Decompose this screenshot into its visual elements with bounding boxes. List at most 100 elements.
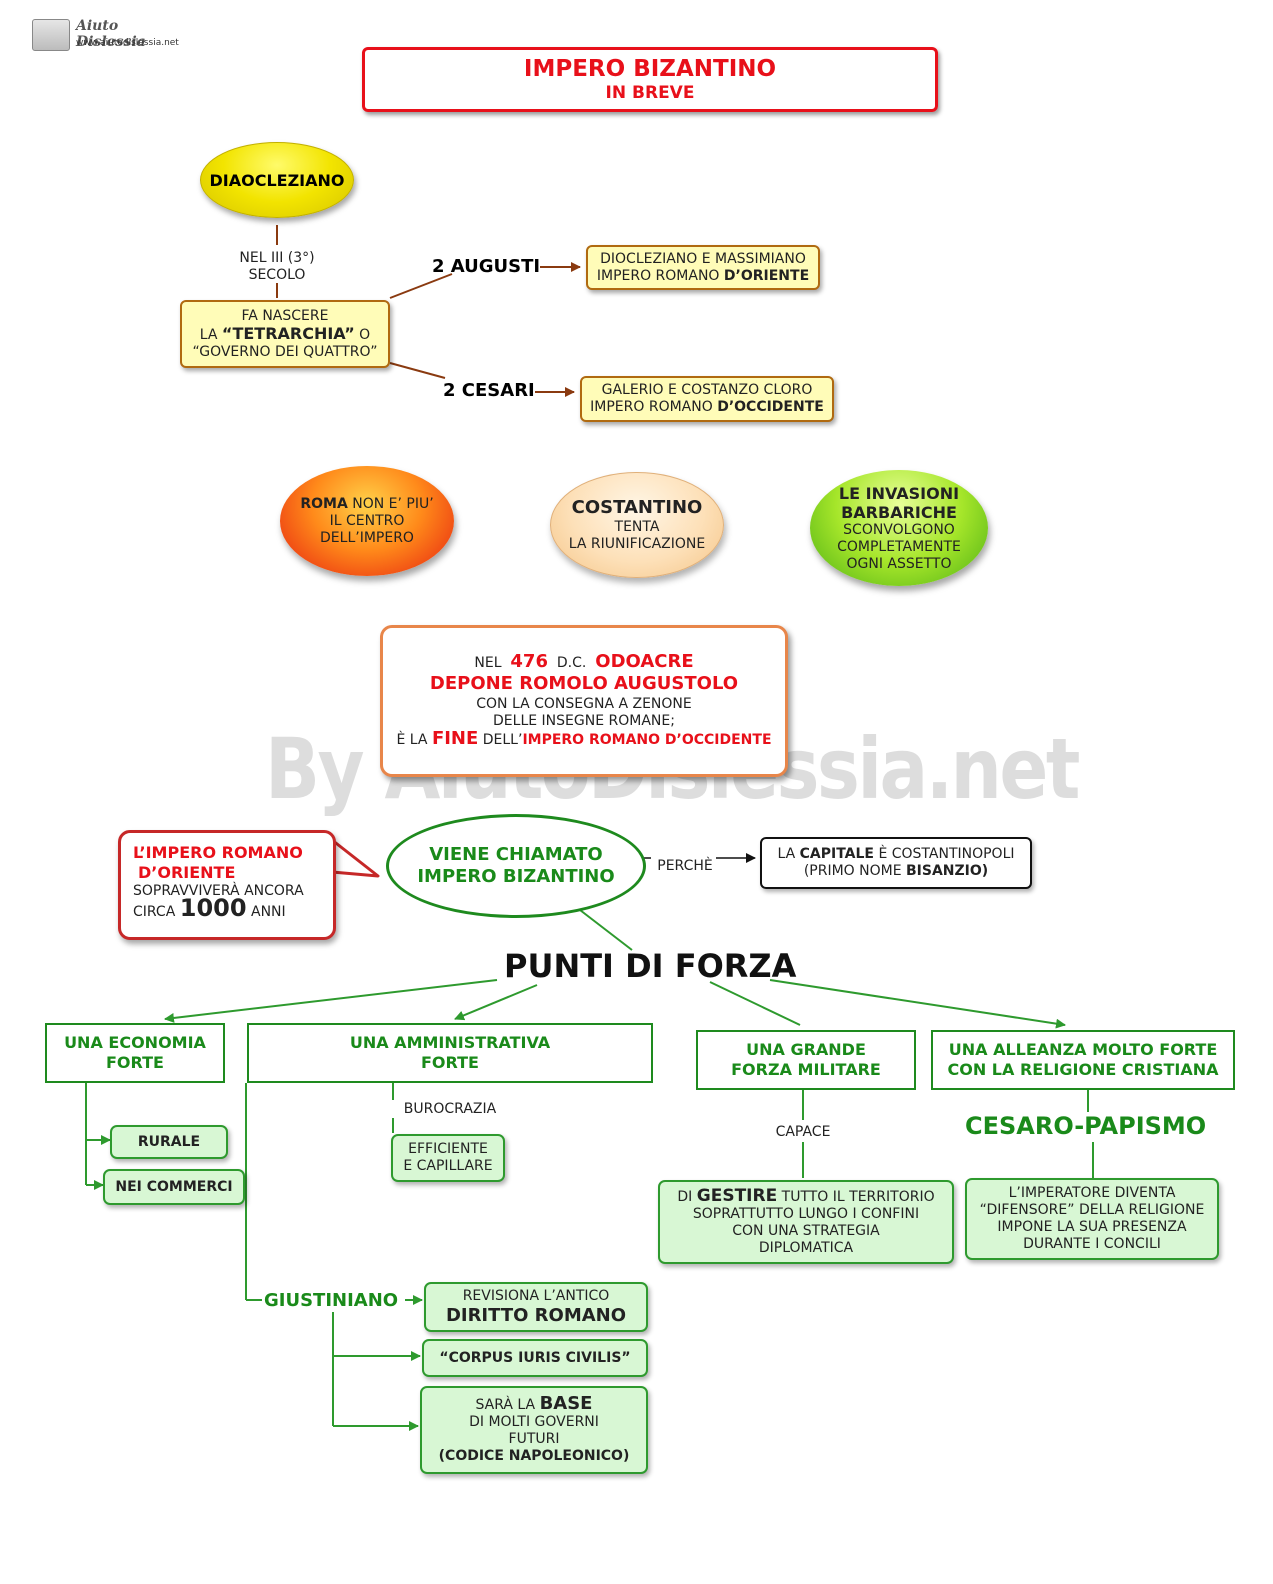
cesari-line1: GALERIO E COSTANZO CLORO — [601, 382, 813, 398]
gestire-box: DI GESTIRE TUTTO IL TERRITORIO SOPRATTUT… — [658, 1180, 954, 1264]
burocrazia-label: BUROCRAZIA — [403, 1101, 497, 1117]
gestire-b: GESTIRE — [696, 1185, 778, 1206]
gestire-a: DI — [677, 1188, 697, 1205]
revisiona-box: REVISIONA L’ANTICO DIRITTO ROMANO — [424, 1282, 648, 1332]
capitale-line2a: (PRIMO NOME — [803, 863, 906, 879]
capitale-line1: LA CAPITALE È COSTANTINOPOLI — [777, 846, 1014, 863]
costantino-title: COSTANTINO — [571, 497, 703, 518]
costantino-oval: COSTANTINO TENTA LA RIUNIFICAZIONE — [550, 472, 724, 578]
invasioni-line4: COMPLETAMENTE — [837, 538, 961, 555]
logo-title: Aiuto Dislessia — [76, 18, 146, 50]
amm-line1: UNA AMMINISTRATIVA — [349, 1033, 551, 1052]
rurale-box: RURALE — [110, 1125, 228, 1159]
rurale-label: RURALE — [137, 1133, 201, 1150]
odoacre-line1: NEL 476 D.C. ODOACRE — [474, 653, 693, 672]
militare-line2: FORZA MILITARE — [731, 1060, 881, 1079]
diocleziano-oval: DIAOCLEZIANO — [200, 142, 354, 218]
roma-oval: ROMA NON E’ PIU’ IL CENTRO DELL’IMPERO — [280, 466, 454, 576]
cesari-label: 2 CESARI — [443, 380, 535, 401]
invasioni-line3: SCONVOLGONO — [843, 521, 955, 538]
tetrarchia-line2: LA “TETRARCHIA” O — [200, 325, 370, 344]
imperatore-line1: L’IMPERATORE DIVENTA — [1008, 1185, 1176, 1201]
amm-line2: FORTE — [421, 1053, 479, 1072]
odoacre-line5c: IMPERO ROMANO D’OCCIDENTE — [522, 732, 772, 748]
roma-rest: NON E’ PIU’ — [347, 495, 434, 512]
efficiente-line1: EFFICIENTE — [408, 1141, 488, 1157]
augusti-line2-bold: D’ORIENTE — [723, 267, 810, 284]
capitale-b: CAPITALE — [799, 846, 874, 862]
callout-years: 1000 — [179, 894, 247, 922]
base-line3: FUTURI — [508, 1431, 560, 1447]
gestire-line1: DI GESTIRE TUTTO IL TERRITORIO — [677, 1185, 935, 1206]
corpus-box: “CORPUS IURIS CIVILIS” — [422, 1339, 648, 1377]
augusti-line1: DIOCLEZIANO E MASSIMIANO — [600, 250, 806, 267]
tetrarchia-post: O — [354, 326, 371, 343]
punti-title: PUNTI DI FORZA — [504, 947, 797, 985]
economia-box: UNA ECONOMIA FORTE — [45, 1023, 225, 1083]
economia-line2: FORTE — [106, 1053, 164, 1072]
base-line4: (CODICE NAPOLEONICO) — [438, 1448, 630, 1464]
amministrativa-box: UNA AMMINISTRATIVA FORTE — [247, 1023, 653, 1083]
callout-circa: CIRCA — [133, 904, 176, 920]
efficiente-line2: E CAPILLARE — [403, 1158, 493, 1174]
imperatore-box: L’IMPERATORE DIVENTA “DIFENSORE” DELLA R… — [965, 1178, 1219, 1260]
bizantino-line2: IMPERO BIZANTINO — [417, 866, 615, 887]
alleanza-line2: CON LA RELIGIONE CRISTIANA — [947, 1060, 1219, 1079]
imperatore-line3: IMPONE LA SUA PRESENZA — [997, 1219, 1187, 1235]
base-line1: SARÀ LA BASE — [476, 1395, 593, 1414]
odoacre-line2: DEPONE ROMOLO AUGUSTOLO — [429, 673, 739, 694]
imperatore-line2: “DIFENSORE” DELLA RELIGIONE — [979, 1202, 1205, 1218]
imperatore-line4: DURANTE I CONCILI — [1023, 1236, 1161, 1252]
odoacre-name: ODOACRE — [595, 651, 694, 672]
invasioni-line2: BARBARICHE — [841, 502, 957, 522]
augusti-box: DIOCLEZIANO E MASSIMIANO IMPERO ROMANO D… — [586, 245, 820, 290]
odoacre-fine: FINE — [431, 728, 479, 749]
capitale-line2b: BISANZIO) — [906, 863, 989, 879]
militare-box: UNA GRANDE FORZA MILITARE — [696, 1030, 916, 1090]
book-icon — [32, 19, 70, 51]
tetrarchia-line1: FA NASCERE — [241, 307, 329, 324]
oriente-callout: L’IMPERO ROMANO D’ORIENTE SOPRAVVIVERÀ A… — [118, 830, 336, 940]
roma-line1: ROMA NON E’ PIU’ — [300, 496, 433, 513]
augusti-label: 2 AUGUSTI — [432, 256, 541, 277]
commerci-label: NEI COMMERCI — [115, 1178, 233, 1195]
tetrarchia-box: FA NASCERE LA “TETRARCHIA” O “GOVERNO DE… — [180, 300, 390, 368]
base-line2: DI MOLTI GOVERNI — [469, 1414, 599, 1430]
odoacre-nel: NEL — [474, 655, 502, 671]
odoacre-line5a: È LA — [396, 732, 432, 748]
callout-line3: SOPRAVVIVERÀ ANCORA — [133, 883, 304, 899]
odoacre-line5: È LA FINE DELL’IMPERO ROMANO D’OCCIDENTE — [396, 730, 771, 749]
revisiona-line1: REVISIONA L’ANTICO — [462, 1287, 610, 1304]
odoacre-line4: DELLE INSEGNE ROMANE; — [493, 713, 675, 729]
odoacre-year: 476 — [510, 651, 548, 672]
odoacre-line3: CON LA CONSEGNA A ZENONE — [476, 696, 692, 712]
base-b: BASE — [539, 1393, 593, 1414]
cesari-line2-pre: IMPERO ROMANO — [590, 399, 718, 415]
cesari-box: GALERIO E COSTANZO CLORO IMPERO ROMANO D… — [580, 376, 834, 422]
revisiona-line2: DIRITTO ROMANO — [445, 1304, 627, 1326]
callout-line2: D’ORIENTE — [138, 863, 236, 882]
alleanza-box: UNA ALLEANZA MOLTO FORTE CON LA RELIGION… — [931, 1030, 1235, 1090]
corpus-label: “CORPUS IURIS CIVILIS” — [439, 1349, 631, 1366]
odoacre-dc: D.C. — [556, 655, 587, 671]
page-subtitle: IN BREVE — [605, 82, 695, 103]
perche-label: PERCHÈ — [657, 858, 713, 874]
roma-line2: IL CENTRO — [329, 512, 405, 529]
gestire-line2: SOPRATTUTTO LUNGO I CONFINI — [692, 1205, 920, 1222]
tetrarchia-bold: “TETRARCHIA” — [221, 323, 355, 343]
capitale-c: È COSTANTINOPOLI — [874, 846, 1015, 862]
odoacre-box: NEL 476 D.C. ODOACRE DEPONE ROMOLO AUGUS… — [380, 625, 788, 777]
base-box: SARÀ LA BASE DI MOLTI GOVERNI FUTURI (CO… — [420, 1386, 648, 1474]
odoacre-line5b: DELL’ — [478, 732, 523, 748]
gestire-c: TUTTO IL TERRITORIO — [777, 1188, 935, 1205]
costantino-line3: LA RIUNIFICAZIONE — [568, 536, 706, 552]
cesari-line2-bold: D’OCCIDENTE — [717, 399, 824, 415]
tetrarchia-pre: LA — [199, 326, 222, 343]
gestire-line3: CON UNA STRATEGIA — [732, 1222, 880, 1239]
capace-label: CAPACE — [775, 1124, 831, 1140]
augusti-line2: IMPERO ROMANO D’ORIENTE — [597, 268, 809, 285]
callout-line4: CIRCA 1000 ANNI — [133, 896, 333, 921]
costantino-line2: TENTA — [614, 519, 660, 535]
title-box: IMPERO BIZANTINO IN BREVE — [362, 47, 938, 112]
